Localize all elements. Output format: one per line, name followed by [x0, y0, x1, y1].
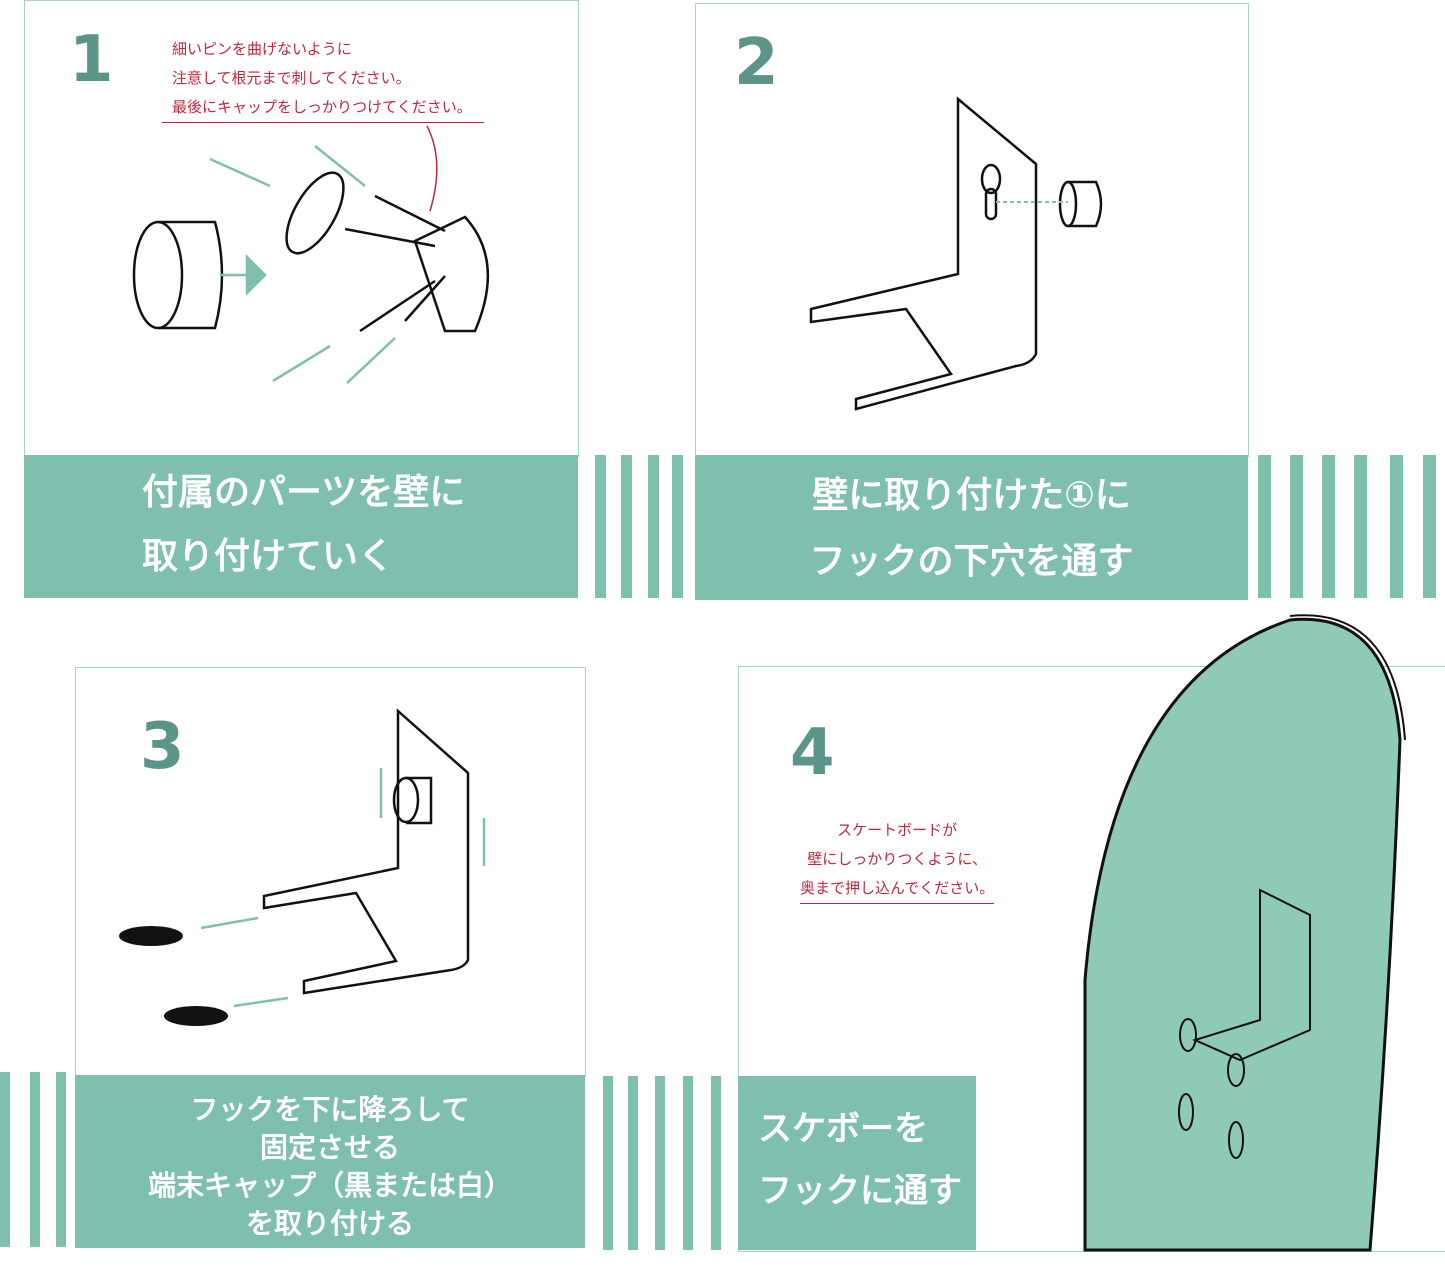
step-4-caption: スケボーを フックに通す	[738, 1076, 976, 1250]
hook-cap-illustration	[119, 708, 486, 1026]
step-number: 2	[734, 26, 779, 100]
step-2-panel: 2	[695, 3, 1249, 457]
step-3-panel: 3	[75, 667, 586, 1077]
step-1-panel: 1 細いピンを曲げないように 注意して根元まで刺してください。 最後にキャップを…	[24, 0, 579, 457]
step-2-caption: 壁に取り付けた①に フックの下穴を通す	[695, 455, 1248, 600]
hook-illustration	[809, 96, 1103, 411]
wall-mount-parts-illustration	[132, 125, 490, 384]
step-number: 4	[790, 716, 835, 790]
step-1-note: 細いピンを曲げないように 注意して根元まで刺してください。 最後にキャップをしっ…	[162, 35, 484, 123]
step-number: 1	[69, 23, 114, 97]
step-3-caption: フックを下に降ろして 固定させる 端末キャップ（黒または白） を取り付ける	[75, 1075, 585, 1248]
step-1-caption: 付属のパーツを壁に 取り付けていく	[24, 455, 578, 598]
step-number: 3	[140, 710, 185, 784]
step-4-note: スケートボードが 壁にしっかりつくように、 奥まで押し込んでください。	[800, 816, 995, 904]
